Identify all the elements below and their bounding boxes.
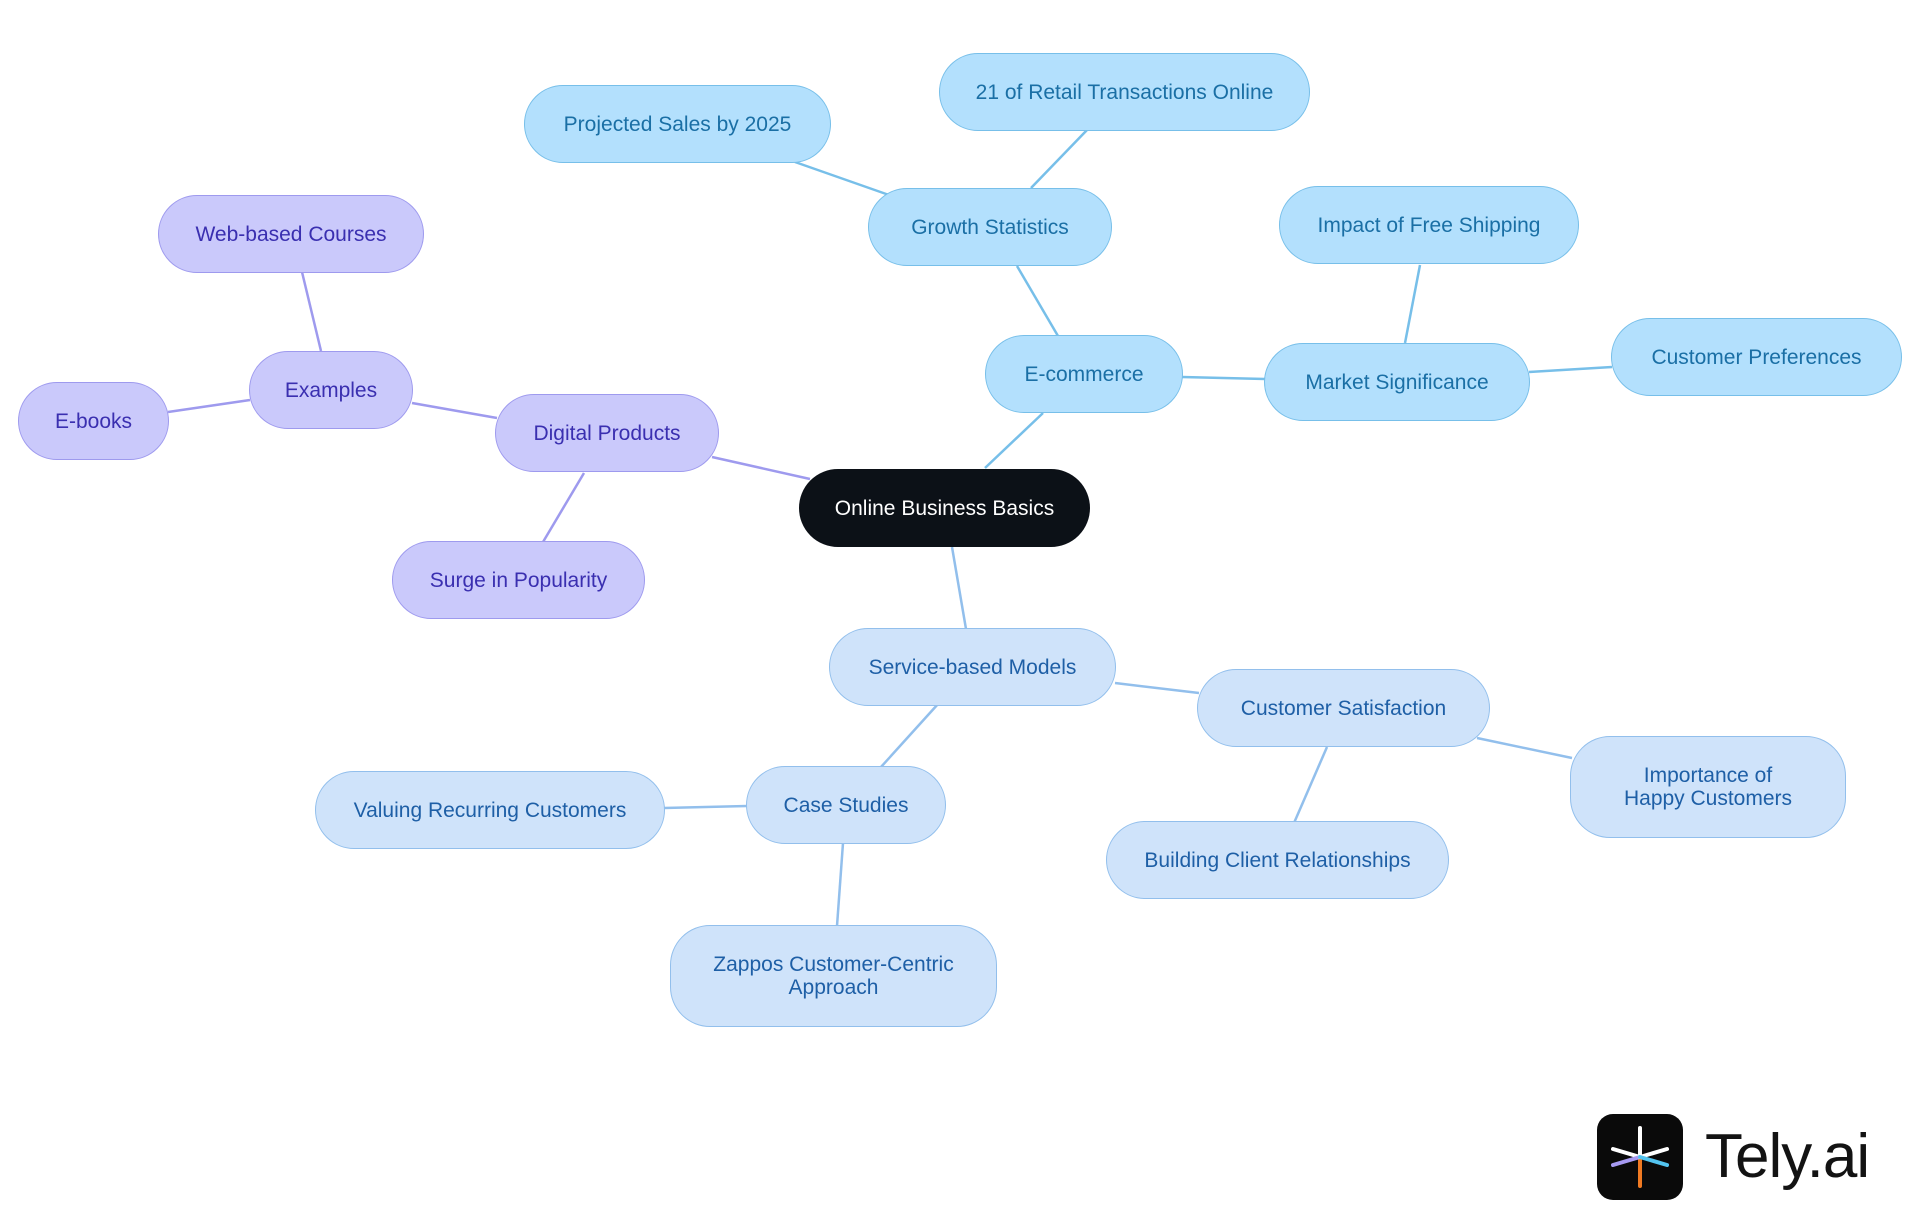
edge-digital-surge <box>541 472 586 543</box>
edge-digital-examples <box>411 401 498 420</box>
node-importance-happy-customers[interactable]: Importance of Happy Customers <box>1570 736 1846 838</box>
node-examples[interactable]: Examples <box>249 351 413 429</box>
edge-growth-retail <box>1030 129 1088 189</box>
tely-logo-icon <box>1597 1114 1683 1200</box>
node-valuing-recurring-customers[interactable]: Valuing Recurring Customers <box>315 771 665 849</box>
edge-examples-courses <box>300 271 323 352</box>
node-ecommerce[interactable]: E-commerce <box>985 335 1183 413</box>
node-growth-statistics[interactable]: Growth Statistics <box>868 188 1112 266</box>
node-customer-preferences[interactable]: Customer Preferences <box>1611 318 1902 396</box>
edge-satisfaction-happy <box>1476 736 1573 760</box>
node-online-business-basics[interactable]: Online Business Basics <box>799 469 1090 547</box>
edge-market-shipping <box>1403 264 1422 344</box>
node-case-studies[interactable]: Case Studies <box>746 766 946 844</box>
edge-satisfaction-relationships <box>1292 746 1329 824</box>
edge-cases-zappos <box>835 842 845 927</box>
edge-growth-projected <box>794 160 890 197</box>
node-service-based-models[interactable]: Service-based Models <box>829 628 1116 706</box>
edge-examples-ebooks <box>167 398 251 414</box>
edge-root-digital <box>711 455 811 481</box>
node-web-based-courses[interactable]: Web-based Courses <box>158 195 424 273</box>
brand-logo: Tely.ai <box>1597 1114 1887 1200</box>
edge-service-cases <box>880 703 939 768</box>
node-retail-transactions-online[interactable]: 21 of Retail Transactions Online <box>939 53 1310 131</box>
node-building-client-relationships[interactable]: Building Client Relationships <box>1106 821 1449 899</box>
node-customer-satisfaction[interactable]: Customer Satisfaction <box>1197 669 1490 747</box>
edge-cases-recurring <box>663 804 748 810</box>
edge-root-service <box>950 546 968 630</box>
node-ebooks[interactable]: E-books <box>18 382 169 460</box>
node-market-significance[interactable]: Market Significance <box>1264 343 1530 421</box>
edge-ecommerce-market <box>1181 375 1266 381</box>
edge-market-preferences <box>1528 365 1613 374</box>
node-zappos-customer-centric[interactable]: Zappos Customer-Centric Approach <box>670 925 997 1027</box>
node-projected-sales-2025[interactable]: Projected Sales by 2025 <box>524 85 831 163</box>
edge-ecommerce-growth <box>1015 265 1060 337</box>
node-digital-products[interactable]: Digital Products <box>495 394 719 472</box>
edge-service-satisfaction <box>1114 681 1200 695</box>
node-surge-in-popularity[interactable]: Surge in Popularity <box>392 541 645 619</box>
edge-root-ecommerce <box>984 412 1044 469</box>
node-impact-free-shipping[interactable]: Impact of Free Shipping <box>1279 186 1579 264</box>
brand-logo-text: Tely.ai <box>1705 1122 1870 1191</box>
